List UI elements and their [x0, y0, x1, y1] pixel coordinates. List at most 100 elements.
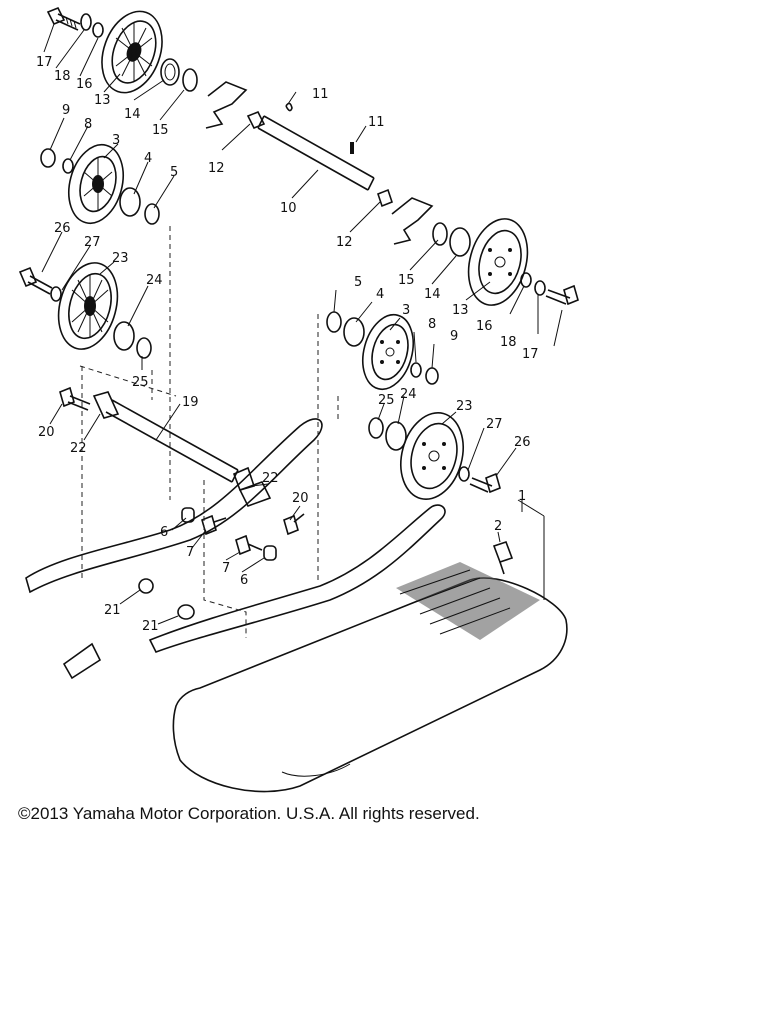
track-clip-2 [492, 540, 514, 575]
wheel-13-upper-left [101, 10, 163, 94]
washer-16-upper-left [92, 22, 104, 38]
callout-18-upper-left: 18 [54, 69, 71, 84]
spacer-25-right [368, 417, 384, 439]
callout-24-right: 24 [400, 387, 417, 402]
callout-17-upper-left: 17 [36, 55, 53, 70]
callout-13-right: 13 [452, 303, 469, 318]
callout-11-upper: 11 [312, 87, 329, 102]
nut-9-upper-left [40, 148, 56, 168]
spacer-15-right [432, 222, 448, 246]
callout-8-right: 8 [428, 317, 436, 332]
wheel-3-upper-left [68, 143, 124, 225]
callout-26-left: 26 [54, 221, 71, 236]
callout-9-right: 9 [450, 329, 458, 344]
bearing-14-right [449, 227, 471, 257]
callout-20-left: 20 [38, 425, 55, 440]
wheel-23-right [400, 411, 464, 501]
copyright-notice: ©2013 Yamaha Motor Corporation. U.S.A. A… [18, 804, 480, 823]
callout-26-right: 26 [514, 435, 531, 450]
washer-27-right [458, 466, 470, 482]
callout-11-lower: 11 [368, 115, 385, 130]
spacer-5-right [326, 311, 342, 333]
callout-20-right: 20 [292, 491, 309, 506]
bearing-24-left [113, 321, 135, 351]
callout-13-upper-left: 13 [94, 93, 111, 108]
washer-8-right [410, 362, 422, 378]
bolt-7-right [235, 534, 263, 556]
callout-21-right: 21 [142, 619, 159, 634]
leader-lines [41, 23, 563, 625]
callout-3-upper-left: 3 [112, 133, 120, 148]
bolt-7-left [201, 514, 227, 536]
spacer-6-right [263, 545, 277, 561]
stopper-21-right [177, 604, 195, 620]
callout-17-right: 17 [522, 347, 539, 362]
callout-8-upper-left: 8 [84, 117, 92, 132]
callout-6-right: 6 [240, 573, 248, 588]
shaft-10 [257, 115, 375, 191]
bushing-12-left [246, 110, 266, 130]
bolt-17-upper-left [46, 6, 81, 31]
callout-4-upper-left: 4 [144, 151, 152, 166]
bearing-24-right [385, 421, 407, 451]
callout-16-right: 16 [476, 319, 493, 334]
spacer-15-upper-left [182, 68, 198, 92]
callout-18-right: 18 [500, 335, 517, 350]
callout-12-right: 12 [336, 235, 353, 250]
bracket-upper-left [205, 81, 248, 129]
callout-27-right: 27 [486, 417, 503, 432]
callout-15-right: 15 [398, 273, 415, 288]
callout-15-upper-left: 15 [152, 123, 169, 138]
callout-7-right: 7 [222, 561, 230, 576]
washer-18-upper-left [80, 13, 92, 31]
washer-27-left [50, 286, 62, 302]
bearing-4-right [343, 317, 365, 347]
washer-18-right [534, 280, 546, 296]
callout-25-left: 25 [132, 375, 149, 390]
bearing-4-upper-left [119, 187, 141, 217]
collar-22-left [92, 391, 120, 419]
bushing-12-right [377, 188, 393, 208]
callout-23-right: 23 [456, 399, 473, 414]
callout-4-right: 4 [376, 287, 384, 302]
wheel-23-left [57, 262, 119, 350]
callout-24-left: 24 [146, 273, 163, 288]
callout-3-right: 3 [402, 303, 410, 318]
nut-9-right [425, 367, 439, 385]
callout-5-right: 5 [354, 275, 362, 290]
callout-27-left: 27 [84, 235, 101, 250]
spacer-25-left [136, 337, 152, 359]
callout-7-left: 7 [186, 545, 194, 560]
bolt-17-right [545, 284, 579, 306]
callout-9-upper-left: 9 [62, 103, 70, 118]
callout-19: 19 [182, 395, 199, 410]
callout-1: 1 [518, 489, 526, 504]
callout-22-left: 22 [70, 441, 87, 456]
bolt-20-right [283, 513, 305, 536]
circlip-11-upper [285, 102, 293, 112]
plate-22 [238, 481, 272, 507]
callout-5-upper-left: 5 [170, 165, 178, 180]
guide-line-center [203, 314, 339, 638]
bearing-14-upper-left [160, 58, 180, 86]
callout-12-left: 12 [208, 161, 225, 176]
slide-rail-right [148, 504, 446, 653]
bracket-upper-right [391, 197, 434, 245]
axle-19 [105, 399, 239, 483]
bolt-20-left [59, 386, 91, 411]
wheel-13-right [467, 218, 529, 306]
wheel-3-right [362, 313, 414, 391]
spacer-5-upper-left [144, 203, 160, 225]
front-direction-marker [62, 642, 102, 680]
callout-14-upper-left: 14 [124, 107, 141, 122]
callout-labels: 17 18 16 13 14 15 9 8 3 4 5 11 11 12 10 … [36, 55, 539, 634]
callout-21-left: 21 [104, 603, 121, 618]
callout-22-right: 22 [262, 471, 279, 486]
callout-6-left: 6 [160, 525, 168, 540]
washer-8-upper-left [62, 158, 74, 174]
callout-23-left: 23 [112, 251, 129, 266]
bolt-26-right [469, 472, 501, 494]
slide-rail-left [25, 418, 323, 594]
bolt-26-left [18, 266, 53, 295]
